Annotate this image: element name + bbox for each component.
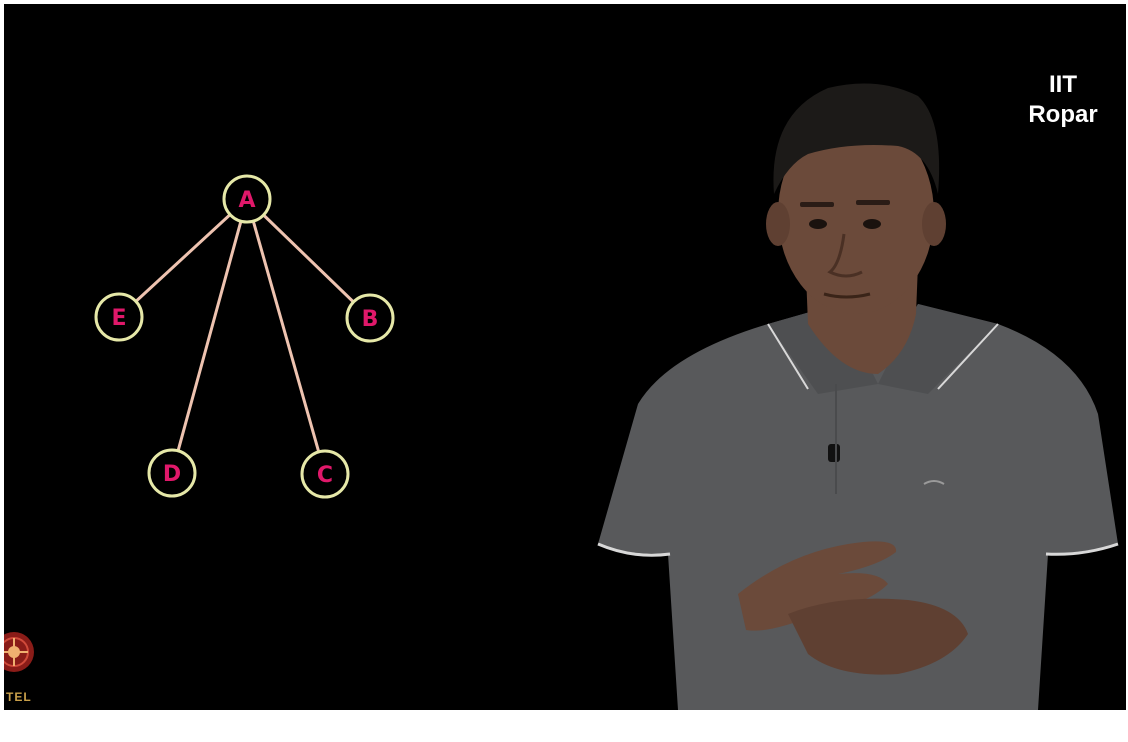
nptel-logo <box>4 632 34 672</box>
node-label: B <box>362 307 379 332</box>
node-e: E <box>94 292 144 342</box>
node-circle <box>147 448 197 498</box>
node-a: A <box>222 174 272 224</box>
institution-line1: IIT <box>1049 71 1077 98</box>
edge-a-d <box>176 220 243 452</box>
node-circle <box>222 174 272 224</box>
node-d: D <box>147 448 197 498</box>
node-circle <box>94 292 144 342</box>
institution-label: IIT Ropar <box>1008 70 1118 130</box>
node-circle <box>300 449 350 499</box>
edge-a-b <box>262 213 355 304</box>
edge-a-e <box>134 213 232 303</box>
tree-diagram: A E B D C <box>94 174 395 499</box>
edge-a-c <box>251 220 321 453</box>
institution-line2: Ropar <box>1028 101 1098 128</box>
logo-text: TEL <box>6 690 32 704</box>
node-c: C <box>300 449 350 499</box>
node-label: A <box>238 188 255 213</box>
node-label: C <box>317 463 333 488</box>
presenter-image <box>597 83 1119 710</box>
node-label: D <box>163 462 181 487</box>
node-label: E <box>111 306 126 331</box>
video-frame: A E B D C IIT Ropar <box>4 4 1126 710</box>
node-b: B <box>345 293 395 343</box>
node-circle <box>345 293 395 343</box>
